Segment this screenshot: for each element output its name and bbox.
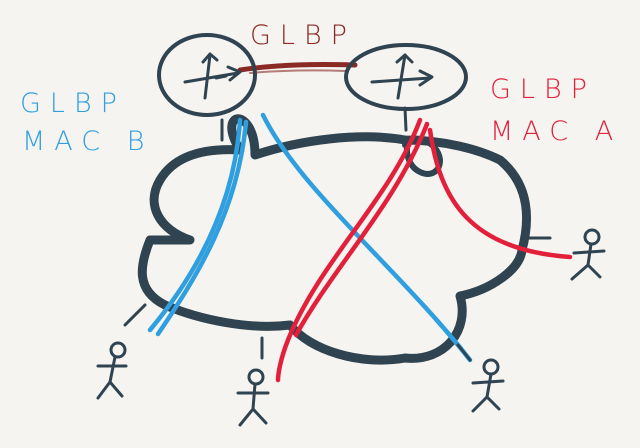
glbp-mac-a-label-line2: MAC A [490,116,622,147]
glbp-mac-b-label-line1: GLBP [20,88,126,119]
router-icon [344,43,468,111]
glbp-mac-a-label-line1: GLBP [490,74,596,105]
router-connectors [220,106,408,142]
user-icon [236,368,270,427]
user-icon [570,228,606,281]
glbp-top-label: GLBP [250,20,356,51]
user-connectors [123,236,552,362]
glbp-link [237,62,358,73]
user-icon [471,358,505,413]
router-icon [157,33,257,117]
user-icon [96,341,128,400]
network-cloud [137,114,531,365]
mac-a-paths [275,117,573,383]
glbp-mac-b-label-line2: MAC B [22,126,153,157]
glbp-link-shadow [249,69,346,74]
